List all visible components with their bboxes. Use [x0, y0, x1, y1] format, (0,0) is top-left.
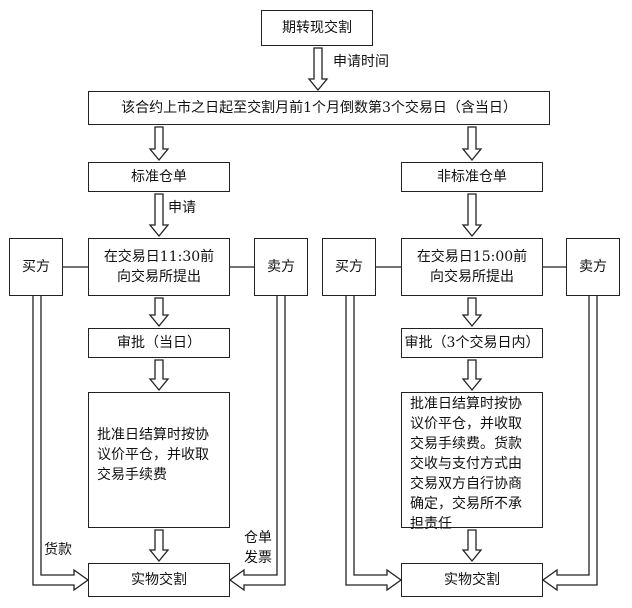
- left-buyer-box: 买方: [9, 238, 63, 296]
- left-seller-text: 卖方: [267, 259, 295, 275]
- left-delivery-box: 实物交割: [88, 563, 230, 597]
- arrow-left-type-to-submit: [148, 193, 170, 238]
- right-seller-text: 卖方: [579, 259, 607, 275]
- right-buyer-box: 买方: [322, 238, 376, 296]
- apply-time-label: 申请时间: [333, 54, 389, 70]
- arrow-left-submit-to-approve: [148, 297, 170, 328]
- arrow-period-to-left-type: [148, 126, 170, 162]
- left-submit-text: 在交易日11:30前 向交易所提出: [103, 249, 215, 285]
- right-buyer-text: 买方: [335, 259, 363, 275]
- left-buyer-text: 买方: [22, 259, 50, 275]
- left-settle-text: 批准日结算时按协 议价平仓，并收取 交易手续费: [97, 427, 209, 483]
- title-box: 期转现交割: [261, 10, 373, 46]
- right-approve-box: 审批（3个交易日内）: [401, 328, 543, 358]
- arrow-right-type-to-submit: [461, 193, 483, 238]
- left-payment-arrow: [32, 296, 90, 592]
- right-type-box: 非标准仓单: [401, 162, 543, 192]
- right-type-text: 非标准仓单: [437, 169, 507, 185]
- left-approve-box: 审批（当日）: [88, 328, 230, 358]
- left-settle-box: 批准日结算时按协 议价平仓，并收取 交易手续费: [88, 392, 230, 528]
- arrow-right-approve-to-settle: [461, 359, 483, 392]
- period-box: 该合约上市之日起至交割月前1个月倒数第3个交易日（含当日）: [88, 91, 550, 125]
- left-type-box: 标准仓单: [88, 162, 230, 192]
- left-delivery-text: 实物交割: [131, 572, 187, 588]
- right-buyer-arrow: [345, 296, 403, 592]
- left-submit-box: 在交易日11:30前 向交易所提出: [88, 238, 230, 296]
- arrow-left-settle-to-delivery: [148, 529, 170, 563]
- left-receipt-arrow: [228, 296, 286, 592]
- right-submit-text: 在交易日15:00前 向交易所提出: [416, 249, 528, 285]
- left-payment-label: 货款: [44, 542, 72, 558]
- right-settle-box: 批准日结算时按协 议价平仓，并收取 交易手续费。货款 交收与支付方式由 交易双方…: [401, 392, 543, 532]
- right-seller-box: 卖方: [566, 238, 620, 296]
- arrow-right-submit-to-approve: [461, 297, 483, 328]
- right-seller-arrow: [541, 296, 598, 592]
- left-approve-text: 审批（当日）: [117, 335, 201, 351]
- hollow-down-arrows: [148, 47, 483, 563]
- left-type-text: 标准仓单: [131, 169, 187, 185]
- right-submit-box: 在交易日15:00前 向交易所提出: [401, 238, 543, 296]
- left-seller-box: 卖方: [254, 238, 308, 296]
- left-receipt-label: 仓单 发票: [244, 530, 272, 566]
- right-approve-text: 审批（3个交易日内）: [404, 335, 540, 351]
- left-apply-label: 申请: [168, 200, 196, 216]
- arrow-right-settle-to-delivery: [461, 529, 483, 563]
- arrow-left-approve-to-settle: [148, 359, 170, 392]
- period-text: 该合约上市之日起至交割月前1个月倒数第3个交易日（含当日）: [121, 100, 517, 116]
- title-text: 期转现交割: [282, 20, 352, 36]
- right-delivery-text: 实物交割: [444, 572, 500, 588]
- arrow-title-to-period: [307, 47, 329, 92]
- arrow-period-to-right-type: [461, 126, 483, 162]
- right-settle-text: 批准日结算时按协 议价平仓，并收取 交易手续费。货款 交收与支付方式由 交易双方…: [410, 396, 522, 532]
